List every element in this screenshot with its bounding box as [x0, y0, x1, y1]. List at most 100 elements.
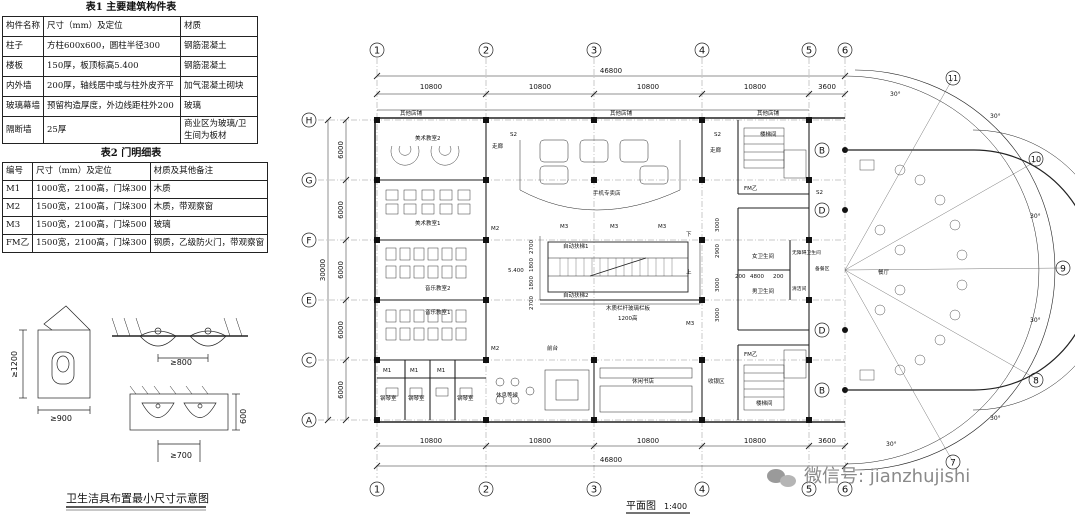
watermark-text: 微信号: jianzhujishi: [804, 466, 970, 487]
room-label: 钢琴室: [408, 394, 425, 402]
floor-plan: 1 2 3 4 5 6 1 2 3 4 5 6 H G F E C A: [301, 42, 1075, 514]
room-label: 木质栏杆玻璃栏板: [606, 304, 651, 312]
b-d-axis-bubbles: B D D B: [814, 142, 830, 398]
room-labels: 其他店铺 其他店铺 其他店铺 美术教室2 美术教室1 音乐教室2 音乐教室1 走…: [380, 109, 890, 407]
col-axis-bubbles-bottom: 1 2 3 4 5 6: [369, 481, 853, 497]
row-dim: 6000: [337, 141, 345, 159]
classroom-furniture: [385, 145, 473, 397]
dim-800: ≥800: [170, 358, 192, 367]
room-label: 1200高: [618, 314, 638, 322]
right-service-core: [743, 127, 807, 411]
dim-700: ≥700: [170, 451, 192, 460]
angle-label: 30°: [990, 113, 1001, 120]
sanitary-sketch: ≥1200 ≥900 ≥800: [10, 305, 248, 511]
row-axis-bubbles: H G F E C A: [301, 112, 317, 428]
table-cell: 木质，带观察窗: [149, 198, 269, 217]
door-label: S2: [510, 132, 517, 138]
radial-axis-label: 9: [1060, 265, 1066, 275]
row-dim: 6000: [337, 381, 345, 399]
bay-dim: 10800: [420, 437, 442, 445]
center-area: [495, 139, 701, 413]
door-label: M3: [560, 224, 569, 230]
interior-dims: 2700 1800 1800 2700 3000 2900 3000 3000 …: [529, 218, 784, 322]
room-label: 自动扶梯2: [563, 291, 589, 299]
angle-label: 30°: [990, 415, 1001, 422]
angle-label: 30°: [890, 91, 901, 98]
urinal-sketch: ≥800: [111, 317, 248, 367]
dim-600: 600: [239, 409, 248, 424]
room-label: 其他店铺: [610, 109, 633, 117]
dim-label: 3000: [715, 308, 721, 322]
col-axis-label: 5: [806, 485, 812, 496]
bay-dim: 10800: [637, 437, 659, 445]
col-axis-label: 1: [374, 46, 380, 57]
room-label: 走廊: [492, 142, 504, 150]
bay-dim: 10800: [637, 83, 659, 91]
total-width-dim: 46800: [600, 456, 622, 464]
bay-dim: 10800: [744, 437, 766, 445]
dim-label: 3000: [715, 218, 721, 232]
door-label: S2: [816, 190, 823, 196]
door-label: M1: [383, 368, 391, 374]
table-cell: 25厚: [43, 116, 181, 144]
room-label: 无障碍卫生间: [792, 249, 821, 256]
door-label: M3: [686, 321, 695, 327]
elevation-label: 5.400: [508, 268, 524, 274]
dim-label: 2900: [715, 244, 721, 258]
room-label: 音乐教室2: [425, 284, 451, 292]
col-axis-label: 2: [483, 485, 489, 496]
bd-axis-label: B: [819, 387, 825, 397]
angle-label: 30°: [1030, 213, 1041, 220]
dim-label: 2700: [529, 240, 535, 254]
bay-dim: 10800: [529, 83, 551, 91]
dim-label: 1800: [529, 258, 535, 272]
table-cell: 钢质，乙级防火门，带观察窗: [149, 234, 269, 253]
bay-dim: 10800: [529, 437, 551, 445]
watermark: 微信号: jianzhujishi: [767, 466, 970, 487]
room-label: FM乙: [744, 351, 758, 358]
toilet-cubicle-sketch: ≥1200 ≥900: [10, 305, 91, 423]
sanitary-caption: 卫生洁具布置最小尺寸示意图: [66, 491, 209, 505]
table2-header-cell: 编号: [1, 162, 34, 181]
row-axis-label: A: [306, 417, 313, 427]
angle-labels: 30° 30° 30° 30° 30° 30°: [886, 91, 1041, 448]
room-label: 音乐教室1: [425, 308, 451, 316]
exterior-walls: [374, 109, 845, 423]
interior-walls: [377, 120, 810, 420]
left-dimensions: 30000 6000 6000 6000 6000 6000: [319, 116, 350, 424]
dim-1200: ≥1200: [10, 351, 19, 378]
col-axis-label: 5: [806, 46, 812, 57]
radial-axis-label: 11: [948, 74, 958, 83]
bay-dim: 10800: [420, 83, 442, 91]
bay-dim: 3600: [818, 437, 836, 445]
radial-axis-label: 7: [950, 459, 956, 469]
door-label: M2: [491, 346, 499, 352]
room-label: 休闲书店: [632, 377, 655, 385]
angle-label: 30°: [1030, 317, 1041, 324]
room-label: 其他店铺: [757, 109, 780, 117]
row-dim: 6000: [337, 321, 345, 339]
table1-title: 表1 主要建筑构件表: [85, 2, 177, 13]
room-label: 清洁间: [792, 285, 807, 292]
room-label: 餐厅: [878, 268, 890, 276]
col-axis-label: 4: [699, 46, 705, 57]
bay-dim: 3600: [818, 83, 836, 91]
top-dimensions: 46800 10800 10800 10800 10800 3600: [373, 67, 849, 98]
bay-dim: 10800: [744, 83, 766, 91]
bottom-dimensions: 10800 10800 10800 10800 3600 46800: [373, 437, 849, 470]
col-axis-label: 6: [842, 46, 848, 57]
row-axis-label: H: [306, 117, 313, 127]
door-label: M1: [410, 368, 418, 374]
table-cell: M3: [1, 216, 34, 235]
row-dim: 6000: [337, 201, 345, 219]
dim-label: 1800: [529, 276, 535, 290]
room-label: 备餐区: [815, 265, 830, 272]
door-label: M1: [437, 368, 445, 374]
row-axis-label: C: [306, 357, 312, 367]
